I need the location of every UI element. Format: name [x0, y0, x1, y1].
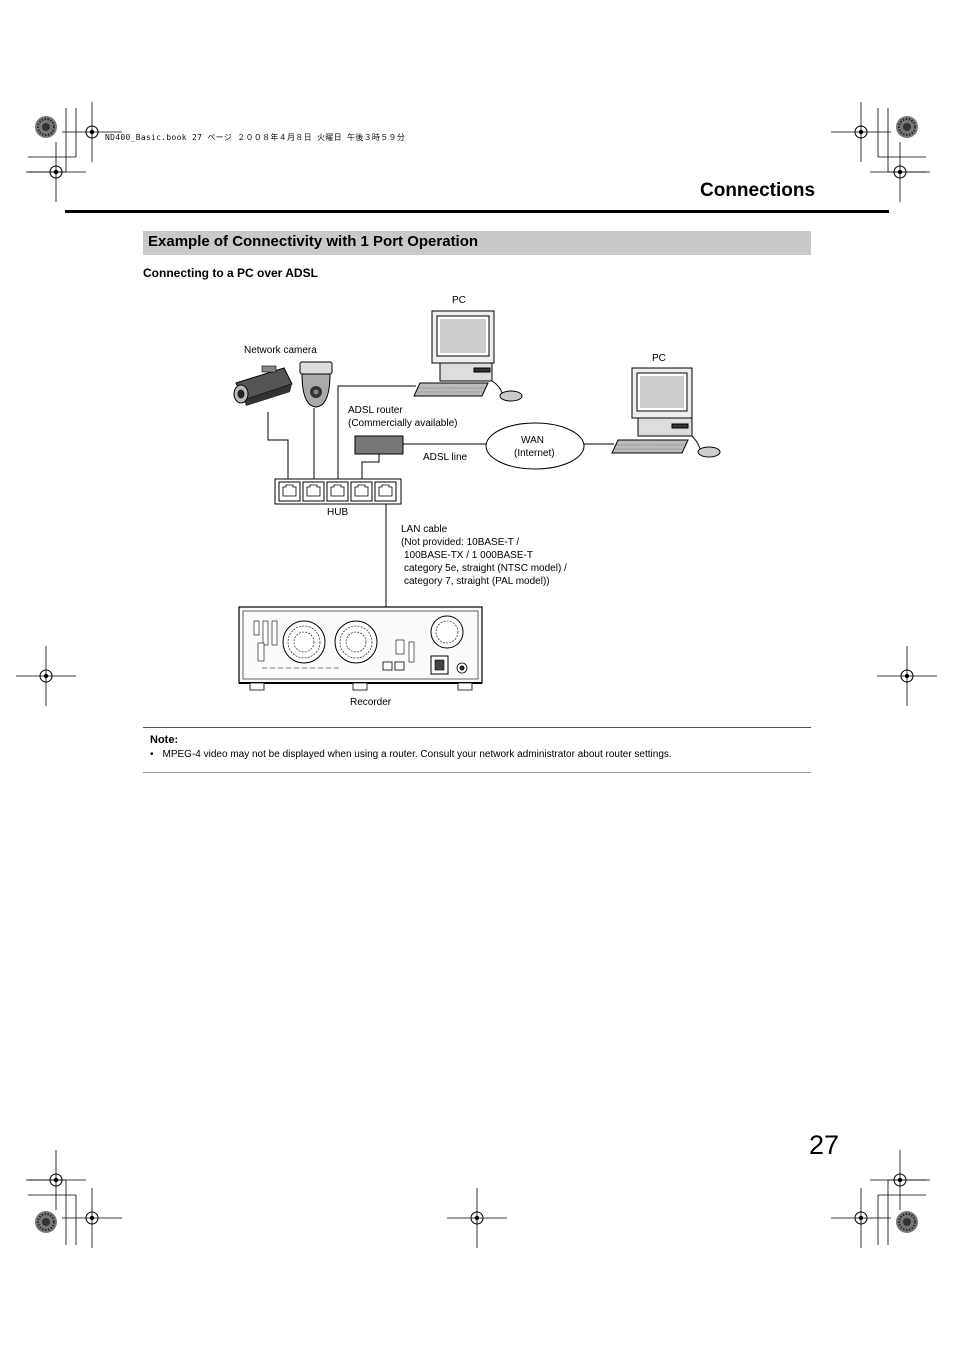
registration-rosette-icon [895, 115, 919, 139]
note-item: • MPEG-4 video may not be displayed when … [150, 749, 672, 760]
wan-ellipse [485, 422, 585, 470]
pc-top-icon [413, 310, 523, 402]
page-number: 27 [809, 1130, 840, 1160]
registration-crosshair-icon [61, 1187, 123, 1249]
registration-crosshair-icon [869, 1149, 931, 1211]
subsection-bar [143, 231, 811, 255]
lan-cable-label: LAN cable (Not provided: 10BASE-T / 100B… [401, 523, 567, 588]
registration-crosshair-icon [869, 141, 931, 203]
registration-crosshair-icon [446, 1187, 508, 1249]
crop-mark-bottom-left [28, 1179, 77, 1245]
registration-rosette-icon [895, 1210, 919, 1234]
pc-top-label: PC [452, 295, 466, 306]
registration-rosette-icon [34, 115, 58, 139]
hub-label: HUB [327, 507, 349, 518]
hub-icon [274, 478, 402, 505]
wan-sublabel: (Internet) [514, 448, 555, 459]
note-bullet: • [150, 749, 154, 760]
adsl-line-label: ADSL line [423, 452, 468, 463]
recorder-icon [238, 606, 483, 691]
lan-cable-line: LAN cable [401, 524, 448, 535]
subsection-title: Example of Connectivity with 1 Port Oper… [148, 233, 479, 250]
registration-crosshair-icon [15, 645, 77, 707]
registration-crosshair-icon [830, 101, 892, 163]
dome-camera-icon [299, 361, 333, 408]
box-camera-icon [233, 365, 293, 406]
note-rule-top [143, 727, 811, 728]
recorder-label: Recorder [350, 697, 392, 708]
lan-cable-line: category 7, straight (PAL model)) [404, 576, 550, 587]
title-rule [65, 210, 889, 213]
adsl-router-icon [354, 435, 404, 455]
section-title: Connections [700, 180, 816, 201]
wan-label: WAN [521, 435, 544, 446]
pc-right-label: PC [652, 353, 666, 364]
note-text: MPEG-4 video may not be displayed when u… [162, 749, 672, 760]
network-camera-label: Network camera [244, 345, 317, 356]
registration-crosshair-icon [25, 141, 87, 203]
minor-heading: Connecting to a PC over ADSL [143, 266, 318, 280]
registration-crosshair-icon [876, 645, 938, 707]
lan-cable-line: category 5e, straight (NTSC model) / [404, 563, 567, 574]
note-title: Note: [150, 734, 179, 746]
crop-mark-top-left [28, 108, 77, 173]
adsl-router-sublabel: (Commercially available) [348, 418, 458, 429]
adsl-router-label: ADSL router [348, 405, 403, 416]
registration-crosshair-icon [25, 1149, 87, 1211]
lan-cable-line: 100BASE-TX / 1 000BASE-T [404, 550, 533, 561]
book-info-header: ND400_Basic.book 27 ページ ２００８年４月８日 火曜日 午後… [105, 133, 406, 142]
lan-cable-line: (Not provided: 10BASE-T / [401, 537, 520, 548]
pc-right-icon [611, 367, 721, 458]
registration-crosshair-icon [830, 1187, 892, 1249]
note-rule-bottom [143, 772, 811, 773]
registration-rosette-icon [34, 1210, 58, 1234]
